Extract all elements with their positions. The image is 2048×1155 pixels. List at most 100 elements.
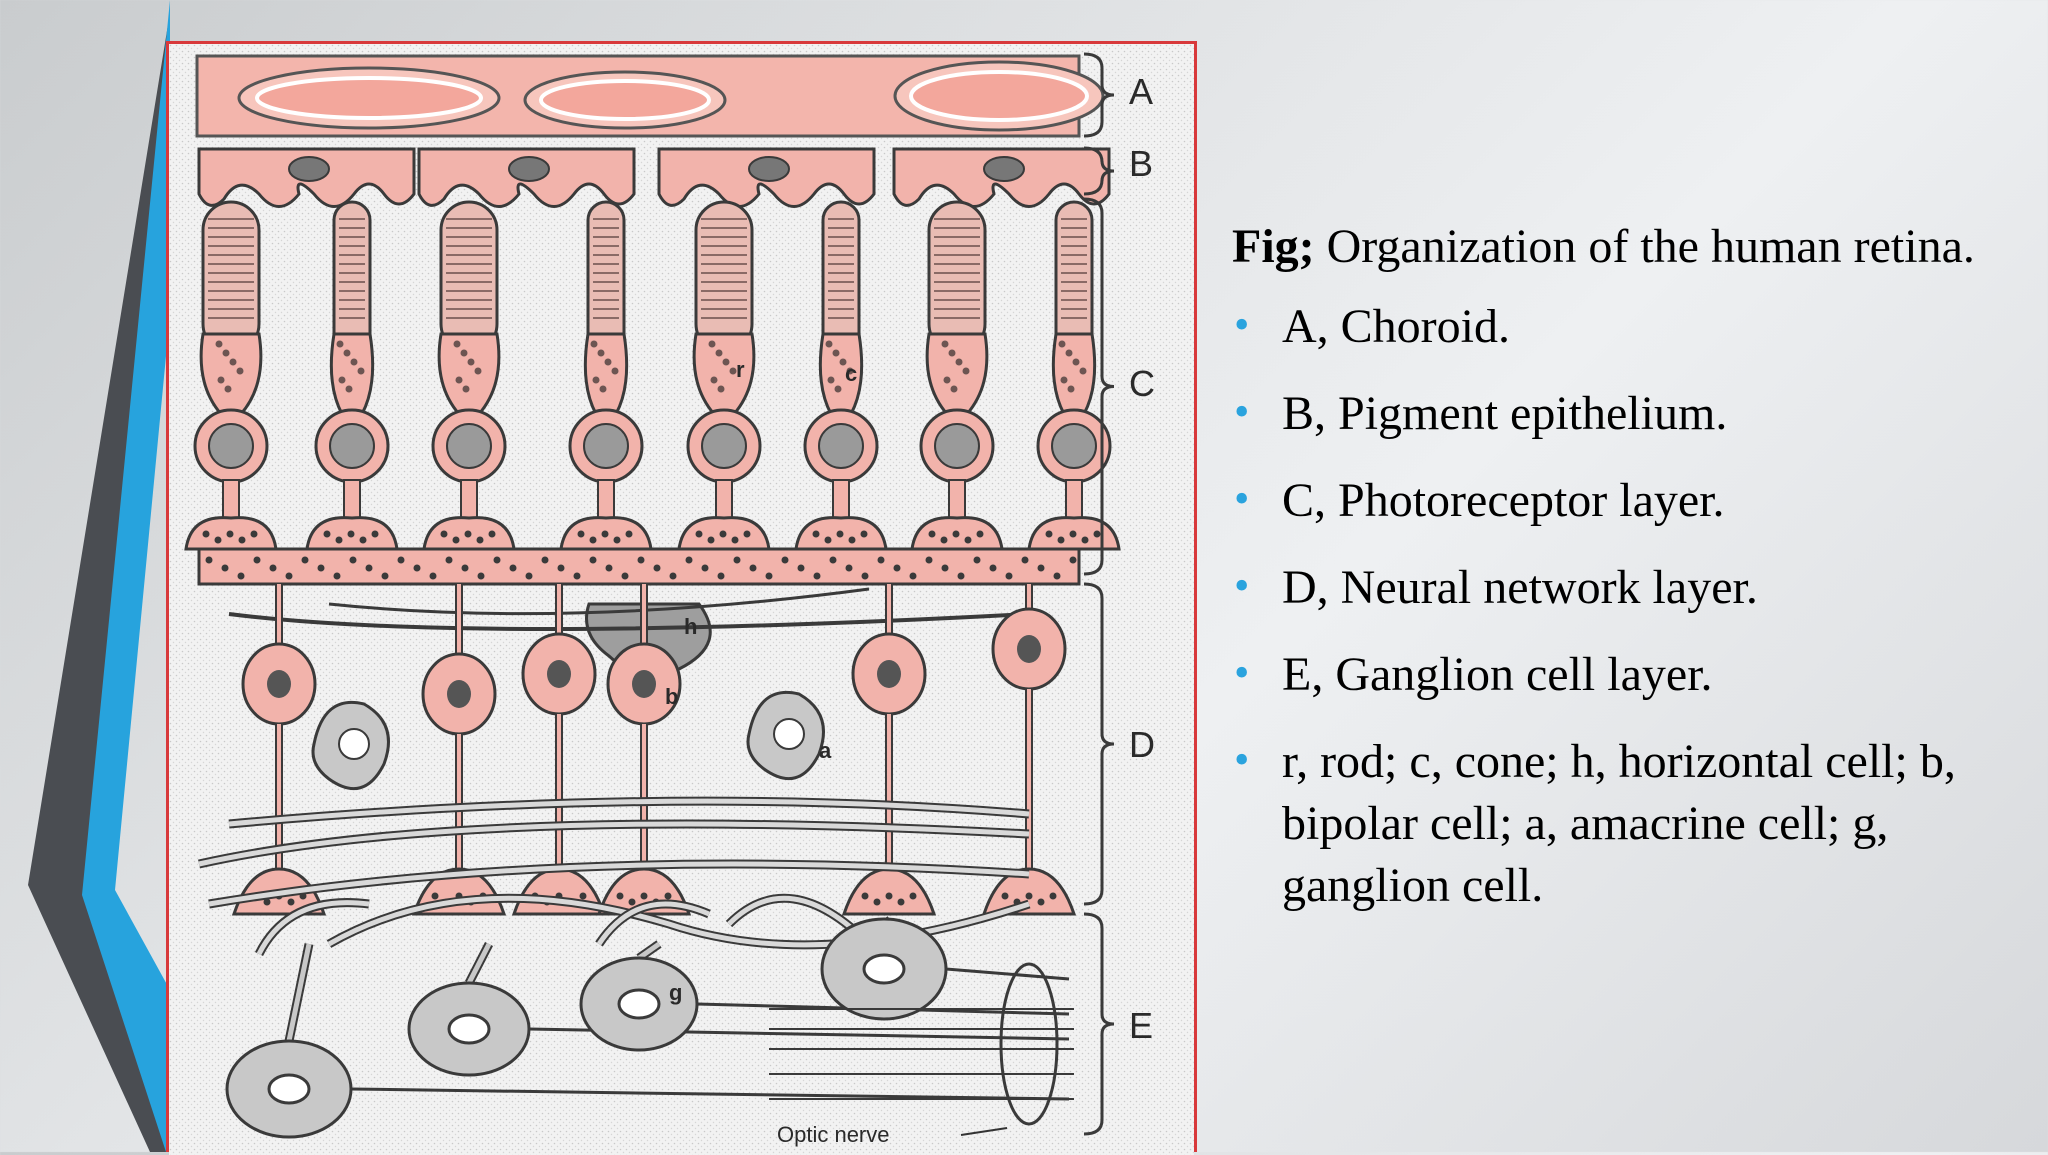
- vesicle: [719, 530, 727, 538]
- caption-text: Organization of the human retina.: [1326, 220, 1975, 273]
- vesicle: [733, 556, 741, 564]
- legend-item: •r, rod; c, cone; h, horizontal cell; b,…: [1232, 731, 2022, 917]
- granule: [962, 367, 970, 375]
- cell-label-rod: r: [736, 357, 745, 382]
- granule: [467, 358, 475, 366]
- bipolar-nucleus: [447, 680, 471, 708]
- vesicle: [861, 892, 869, 900]
- granule: [941, 340, 949, 348]
- vesicle: [381, 572, 389, 580]
- vesicle: [301, 556, 309, 564]
- photoreceptor-nucleus: [1051, 423, 1097, 469]
- vesicle: [812, 530, 820, 538]
- vesicle: [877, 556, 885, 564]
- vesicle: [957, 572, 965, 580]
- pigment-epithelium-layer: [197, 147, 1111, 208]
- photoreceptor-nucleus: [701, 423, 747, 469]
- vesicle: [813, 572, 821, 580]
- pigment-nucleus: [983, 156, 1025, 182]
- optic-nerve-bundle: [999, 962, 1059, 1126]
- vesicle: [323, 530, 331, 538]
- ganglion-axon: [945, 967, 1070, 981]
- blue-chevron-shape: [82, 0, 170, 1152]
- vesicle: [613, 536, 621, 544]
- granule: [224, 385, 232, 393]
- photoreceptor-axon: [222, 479, 240, 521]
- vesicle: [205, 556, 213, 564]
- vesicle: [940, 536, 948, 544]
- layer-brace: [1083, 197, 1115, 576]
- vesicle: [695, 530, 703, 538]
- vesicle: [707, 536, 715, 544]
- vesicle: [250, 530, 258, 538]
- vesicle: [579, 892, 587, 900]
- layer-label-d: D: [1129, 724, 1155, 765]
- vesicle: [625, 530, 633, 538]
- legend-list: •A, Choroid. •B, Pigment epithelium. •C,…: [1232, 296, 2022, 917]
- vesicle: [440, 530, 448, 538]
- vesicle: [445, 556, 453, 564]
- granule: [236, 367, 244, 375]
- vesicle: [824, 536, 832, 544]
- vesicle: [464, 530, 472, 538]
- legend-item: •C, Photoreceptor layer.: [1232, 470, 2022, 532]
- vesicle: [221, 564, 229, 572]
- photoreceptor-axon: [948, 479, 966, 521]
- granule: [336, 340, 344, 348]
- granule: [729, 367, 737, 375]
- figure-caption: Fig; Organization of the human retina.: [1232, 216, 2022, 278]
- legend-item: •E, Ganglion cell layer.: [1232, 644, 2022, 706]
- granule: [1060, 376, 1068, 384]
- ganglion-dendrite: [286, 943, 312, 1042]
- granule: [943, 376, 951, 384]
- neural-network-layer: [198, 584, 1077, 957]
- vesicle: [637, 556, 645, 564]
- vesicle: [1081, 536, 1089, 544]
- vesicle: [685, 556, 693, 564]
- horizontal-process: [228, 612, 1030, 631]
- ganglion-cell-layer: [225, 916, 1074, 1139]
- vesicle: [397, 556, 405, 564]
- layer-brace: [1083, 146, 1115, 196]
- legend-item: •A, Choroid.: [1232, 296, 2022, 358]
- pigment-nucleus: [288, 156, 330, 182]
- rod-outer-segment: [332, 200, 372, 354]
- layer-brace: [1083, 912, 1115, 1136]
- vesicle: [749, 564, 757, 572]
- granule: [1067, 385, 1075, 393]
- vesicle: [664, 892, 672, 900]
- vesicle: [509, 564, 517, 572]
- vesicle: [349, 556, 357, 564]
- granule: [834, 385, 842, 393]
- vesicle: [640, 892, 648, 900]
- photoreceptor-nucleus: [934, 423, 980, 469]
- vesicle: [557, 564, 565, 572]
- layer-braces: [1083, 52, 1115, 1136]
- vesicle: [589, 536, 597, 544]
- legend-text: C, Photoreceptor layer.: [1282, 474, 1725, 527]
- caption-prefix: Fig;: [1232, 220, 1315, 273]
- vesicle: [452, 536, 460, 544]
- vesicle: [431, 892, 439, 900]
- vesicle: [743, 530, 751, 538]
- granule: [832, 349, 840, 357]
- photoreceptor-nucleus: [818, 423, 864, 469]
- plexiform-fiber: [228, 798, 1030, 827]
- cone-outer-segment: [201, 200, 261, 354]
- cell-label-bipolar: b: [665, 684, 678, 709]
- granule: [708, 340, 716, 348]
- photoreceptor-axon: [597, 479, 615, 521]
- vesicle: [845, 564, 853, 572]
- granule: [1058, 340, 1066, 348]
- vesicle: [1025, 892, 1033, 900]
- cone-outer-segment: [439, 200, 499, 354]
- legend-item: •D, Neural network layer.: [1232, 557, 2022, 619]
- vesicle: [238, 536, 246, 544]
- rod-outer-segment: [821, 200, 861, 354]
- vesicle: [477, 572, 485, 580]
- granule: [338, 376, 346, 384]
- vesicle: [493, 556, 501, 564]
- granule: [825, 340, 833, 348]
- photoreceptor-nucleus: [208, 423, 254, 469]
- bullet-icon: •: [1234, 735, 1250, 784]
